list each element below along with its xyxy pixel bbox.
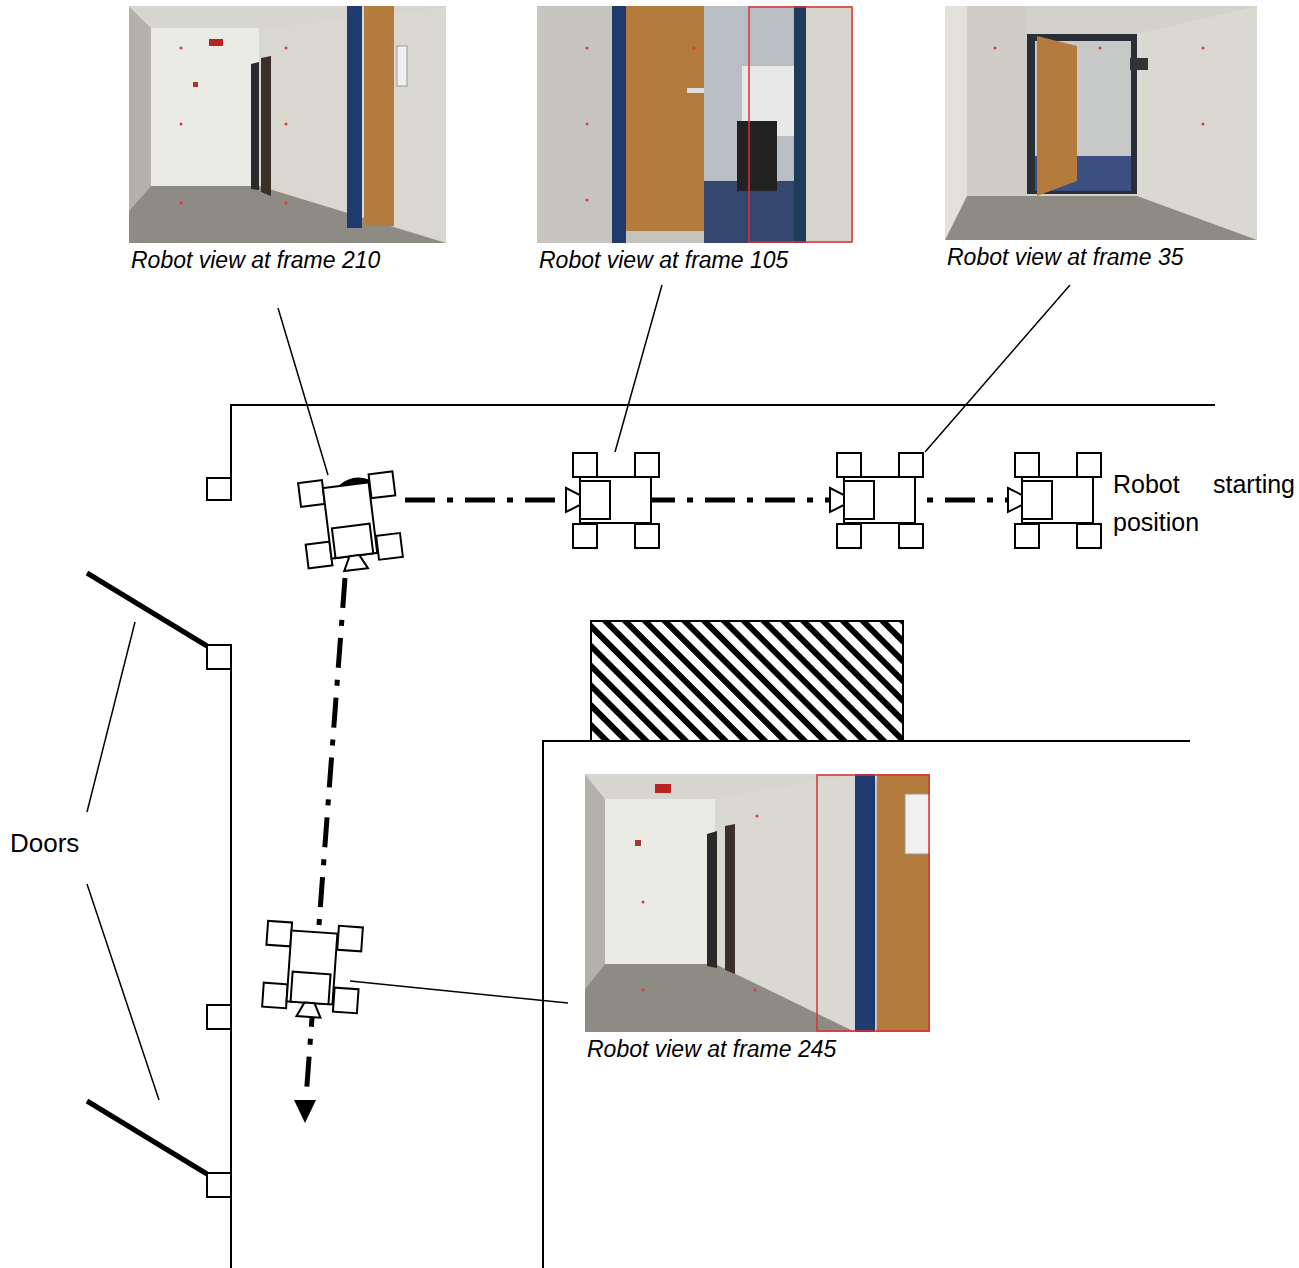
wall: [231, 405, 1215, 478]
robot-view-photo: [655, 784, 671, 793]
robot-view-photo: [877, 774, 930, 1032]
robot-view-photo: [364, 6, 394, 226]
robot-view-photo: [635, 840, 641, 846]
robot-view-photo: [537, 6, 853, 243]
robot-view-photo: [1202, 47, 1205, 50]
door-jamb: [207, 1005, 231, 1029]
robot-view-photo: [537, 6, 612, 243]
path-arrowhead: [294, 1100, 316, 1123]
photo-caption: Robot view at frame 210: [129, 247, 450, 273]
robot-view-photo: [129, 6, 151, 211]
robot-view-photo: [129, 6, 446, 243]
door-jamb: [207, 478, 231, 500]
robot-view-photo: [585, 774, 930, 1032]
robot-view-photo: [794, 6, 806, 243]
door-leaf: [87, 573, 207, 646]
robot-view-photo: [285, 47, 288, 50]
robot-view-photo: [261, 56, 271, 196]
robot-view-photo: [285, 123, 288, 126]
robot-symbol: [566, 453, 659, 548]
robot-view-photo: [687, 88, 705, 93]
robot-view-photo: [642, 989, 645, 992]
robot-view-photo: [967, 6, 1027, 196]
robot-view-photo: [756, 815, 759, 818]
photo-panel: Robot view at frame 245: [585, 774, 934, 1062]
robot-symbol: [830, 453, 923, 548]
photo-panel: Robot view at frame 210: [129, 6, 450, 273]
robot-symbol: [1008, 453, 1101, 548]
robot-view-photo: [585, 774, 930, 1032]
robot-symbol: [298, 471, 404, 575]
robot-view-photo: [193, 82, 198, 87]
robot-view-photo: [586, 123, 589, 126]
hatched-obstacle: [591, 621, 903, 741]
robot-view-photo: [151, 28, 259, 186]
robot-symbol: [262, 921, 363, 1020]
wall: [543, 741, 1190, 1268]
robot-view-photo: [585, 964, 855, 1032]
leader-line: [87, 884, 159, 1100]
robot-view-photo: [994, 47, 997, 50]
robot-view-photo: [209, 39, 223, 46]
robot-view-photo: [1202, 123, 1205, 126]
robot-view-photo: [642, 901, 645, 904]
robot-view-photo: [347, 6, 362, 228]
leader-line: [615, 285, 662, 452]
robot-view-photo: [707, 831, 717, 968]
robot-view-photo: [817, 775, 929, 1031]
robot-view-photo: [129, 6, 446, 243]
leader-line: [87, 285, 1070, 1100]
door-leaf: [87, 1101, 207, 1174]
leader-line: [925, 285, 1070, 452]
robot-view-photo: [1037, 36, 1077, 196]
robot-view-photo: [180, 123, 183, 126]
robot-view-photo: [945, 6, 1257, 240]
robot-view-photo: [1099, 47, 1102, 50]
robot-view-photo: [855, 774, 875, 1032]
leader-line: [278, 308, 328, 475]
robot-view-photo: [180, 202, 183, 205]
robot-path: [306, 578, 345, 1098]
robot-view-photo: [725, 824, 735, 974]
doors-label: Doors: [10, 827, 100, 859]
leader-line: [350, 981, 568, 1003]
robot-view-photo: [1130, 58, 1148, 70]
robot-view-photo: [586, 199, 589, 202]
leader-line: [87, 622, 135, 812]
photo-caption: Robot view at frame 35: [945, 244, 1261, 270]
robot-view-photo: [537, 6, 853, 243]
wall: [231, 405, 1215, 1268]
robot-view-photo: [754, 989, 757, 992]
photo-caption: Robot view at frame 245: [585, 1036, 934, 1062]
robot-path: [306, 500, 1008, 1098]
robot-view-photo: [180, 47, 183, 50]
robot-view-photo: [586, 47, 589, 50]
photo-caption: Robot view at frame 105: [537, 247, 857, 273]
start-label: Robot starting position: [1113, 465, 1295, 541]
door-leaf: [87, 573, 207, 1174]
robot-view-photo: [251, 62, 259, 190]
robot-view-photo: [585, 774, 605, 989]
robot-view-photo: [397, 46, 407, 86]
robot-view-photo: [626, 6, 704, 231]
door-jamb: [207, 1173, 231, 1197]
robot-view-photo: [945, 6, 1257, 240]
robot-view-photo: [693, 47, 696, 50]
robot-view-photo: [612, 6, 626, 243]
robot-view-photo: [945, 196, 1257, 240]
photo-panel: Robot view at frame 105: [537, 6, 857, 273]
robot-view-photo: [749, 7, 852, 242]
robot-view-photo: [737, 121, 777, 191]
robot-path: [405, 498, 1008, 503]
door-jamb: [207, 478, 231, 1197]
robot-view-photo: [129, 186, 446, 243]
robot-view-photo: [605, 799, 715, 964]
robot-view-photo: [285, 202, 288, 205]
photo-panel: Robot view at frame 35: [945, 6, 1261, 270]
robot-view-photo: [806, 6, 853, 243]
door-jamb: [207, 645, 231, 669]
robot-view-photo: [905, 794, 930, 854]
